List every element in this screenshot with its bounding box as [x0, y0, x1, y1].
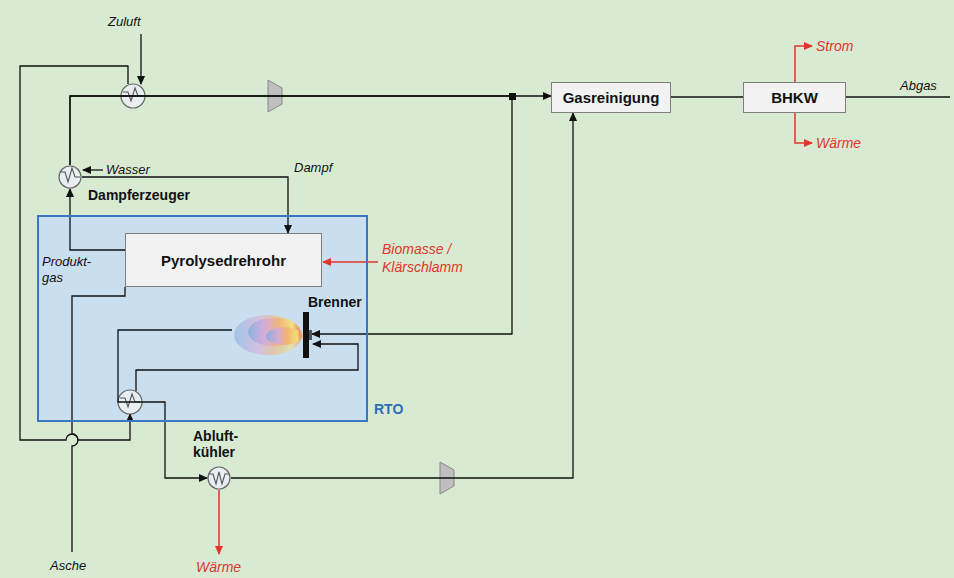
preheat-line	[136, 344, 358, 391]
stream-label: Zuluft	[108, 14, 141, 30]
power-arrow	[795, 46, 812, 82]
water-line	[83, 169, 103, 170]
pipe-line	[70, 96, 551, 165]
heat-exchanger-symbol	[207, 466, 231, 490]
steam-generator: Dampferzeuger	[58, 165, 82, 189]
output-label: Wärme	[196, 558, 241, 576]
node-label: Gasreinigung	[563, 89, 660, 106]
process-box: BHKW	[743, 82, 846, 113]
stream-label: Produkt- gas	[42, 254, 102, 286]
pipe-line	[82, 177, 288, 233]
ash-line	[72, 287, 125, 552]
stream-label: Abgas	[900, 78, 937, 94]
reactor-box: Pyrolysedrehrohr	[125, 233, 322, 287]
heat-arrow	[795, 113, 812, 143]
heat-exchanger-symbol	[58, 165, 82, 189]
rto-fill	[37, 215, 368, 422]
node-label: Abluft- kühler	[193, 428, 259, 460]
stream-label: Asche	[50, 558, 86, 574]
output-label: Wärme	[816, 134, 861, 152]
burner: Brenner	[232, 308, 312, 362]
process-box: Gasreinigung	[551, 82, 671, 113]
exhaust-cooler: Abluft- kühler	[207, 466, 231, 490]
node-label: Pyrolysedrehrohr	[161, 252, 286, 269]
exhaust-line	[846, 96, 950, 97]
feed-arrow	[323, 261, 378, 263]
node-label: Dampferzeuger	[88, 187, 190, 203]
output-label: Biomasse / Klärschlamm	[382, 240, 486, 276]
stream-label: Wasser	[106, 162, 150, 178]
region-label: RTO	[374, 401, 403, 417]
flame-illustration	[232, 308, 312, 362]
rto-region: RTOPyrolysedrehrohrBrenner	[37, 215, 368, 422]
supply-air-line	[140, 34, 141, 84]
stream-label: Dampf	[294, 160, 332, 176]
heat-arrow	[218, 490, 220, 554]
node-label: BHKW	[771, 89, 818, 106]
node-label: Brenner	[308, 294, 362, 310]
pipe-line	[231, 113, 573, 478]
pipe-line	[671, 96, 743, 97]
output-label: Strom	[816, 37, 853, 55]
